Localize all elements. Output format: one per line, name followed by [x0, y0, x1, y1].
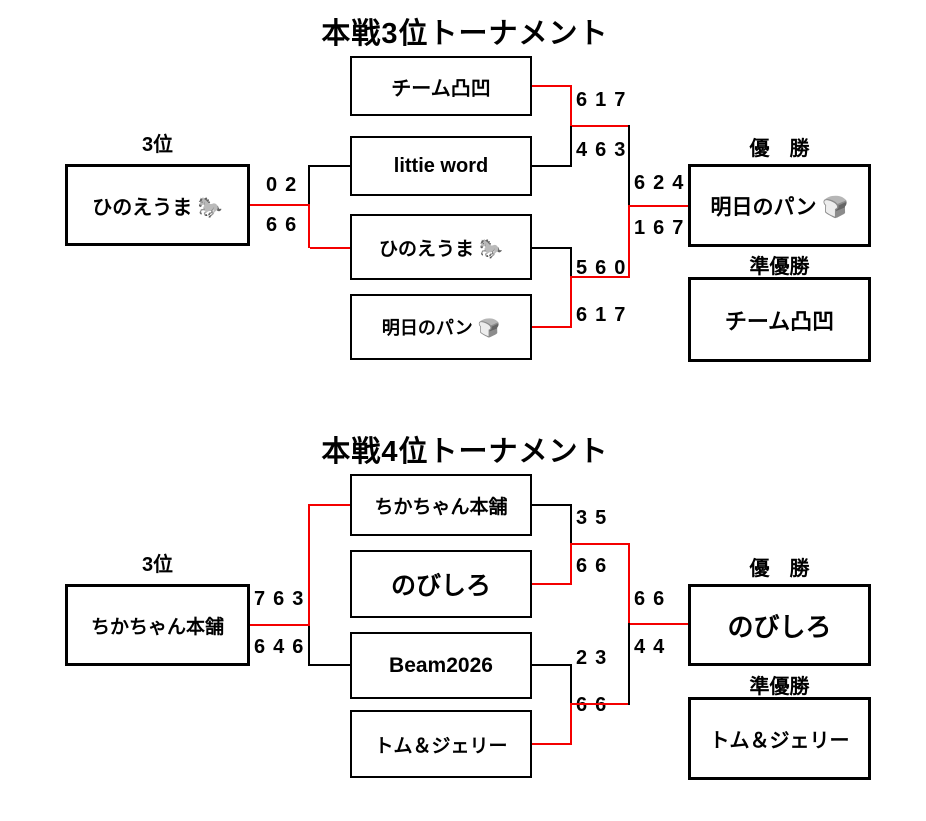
bracket2-third-score-top: 763 — [254, 588, 312, 610]
bracket2-champion-box: のびしろ — [688, 584, 871, 666]
connector-line — [570, 504, 572, 545]
bracket2-team-box-3: Beam2026 — [350, 632, 532, 699]
connector-line — [570, 247, 572, 278]
winner-connector-line — [310, 247, 350, 249]
winner-connector-line — [572, 276, 630, 278]
bracket2-team-box-4: トム＆ジェリー — [350, 710, 532, 778]
connector-line — [570, 126, 572, 167]
winner-connector-line — [628, 543, 630, 625]
bracket1-runnerup-label: 準優勝 — [749, 256, 810, 278]
bracket1-third-place-box: ひのえうま 🐎 — [65, 164, 250, 246]
winner-connector-line — [572, 703, 630, 705]
bracket2-champion-label: 優 勝 — [749, 558, 810, 580]
winner-connector-line — [310, 504, 350, 506]
bracket1-third-score-top: 02 — [266, 174, 305, 196]
bracket2-final-score-bottom: 44 — [634, 636, 673, 658]
bracket1-champion-box: 明日のパン 🍞 — [688, 164, 871, 247]
bracket1-final-score-top: 624 — [634, 172, 692, 194]
bracket1-third-place-label: 3位 — [141, 134, 174, 156]
bracket1-final-score-bottom: 167 — [634, 217, 692, 239]
bracket1-team-box-2: littie word — [350, 136, 532, 196]
winner-connector-line — [250, 624, 310, 626]
bracket1-sf1-score-bottom: 463 — [576, 139, 634, 161]
winner-connector-line — [570, 276, 572, 328]
bracket1-sf2-score-top: 560 — [576, 257, 634, 279]
bracket2-runnerup-box: トム＆ジェリー — [688, 697, 871, 780]
connector-line — [310, 165, 350, 167]
winner-connector-line — [628, 205, 630, 278]
connector-line — [532, 165, 572, 167]
winner-connector-line — [532, 85, 572, 87]
winner-connector-line — [572, 543, 630, 545]
winner-connector-line — [570, 85, 572, 127]
bracket1-team-box-4: 明日のパン 🍞 — [350, 294, 532, 360]
bracket2-third-place-label: 3位 — [141, 554, 174, 576]
bracket1-champion-label: 優 勝 — [749, 138, 810, 160]
connector-line — [532, 247, 572, 249]
winner-connector-line — [308, 504, 310, 626]
winner-connector-line — [532, 743, 572, 745]
bracket2-sf1-score-bottom: 66 — [576, 555, 615, 577]
winner-connector-line — [250, 204, 310, 206]
connector-line — [532, 664, 572, 666]
connector-line — [628, 623, 630, 705]
winner-connector-line — [630, 623, 688, 625]
winner-connector-line — [630, 205, 688, 207]
bracket1-third-score-bottom: 66 — [266, 214, 305, 236]
winner-connector-line — [308, 204, 310, 248]
bracket1-title: 本戦3位トーナメント — [321, 18, 609, 50]
bracket2-third-place-box: ちかちゃん本舗 — [65, 584, 250, 666]
bracket2-runnerup-label: 準優勝 — [749, 676, 810, 698]
bracket2-third-score-bottom: 646 — [254, 636, 312, 658]
winner-connector-line — [572, 125, 630, 127]
bracket1-team-box-1: チーム凸凹 — [350, 56, 532, 116]
bracket1-sf2-score-bottom: 617 — [576, 304, 634, 326]
bracket2-sf2-score-top: 23 — [576, 647, 615, 669]
winner-connector-line — [532, 326, 572, 328]
bracket2-team-box-2: のびしろ — [350, 550, 532, 618]
connector-line — [628, 125, 630, 206]
connector-line — [308, 165, 310, 205]
bracket2-final-score-top: 66 — [634, 588, 673, 610]
bracket2-team-box-1: ちかちゃん本舗 — [350, 474, 532, 536]
connector-line — [308, 624, 310, 666]
bracket1-team-box-3: ひのえうま 🐎 — [350, 214, 532, 280]
bracket2-sf2-score-bottom: 66 — [576, 694, 615, 716]
bracket1-sf1-score-top: 617 — [576, 89, 634, 111]
bracket2-title: 本戦4位トーナメント — [321, 436, 609, 468]
winner-connector-line — [532, 583, 572, 585]
connector-line — [532, 504, 572, 506]
bracket2-sf1-score-top: 35 — [576, 507, 615, 529]
bracket1-runnerup-box: チーム凸凹 — [688, 277, 871, 362]
connector-line — [570, 664, 572, 705]
connector-line — [310, 664, 350, 666]
winner-connector-line — [570, 543, 572, 585]
winner-connector-line — [570, 703, 572, 745]
